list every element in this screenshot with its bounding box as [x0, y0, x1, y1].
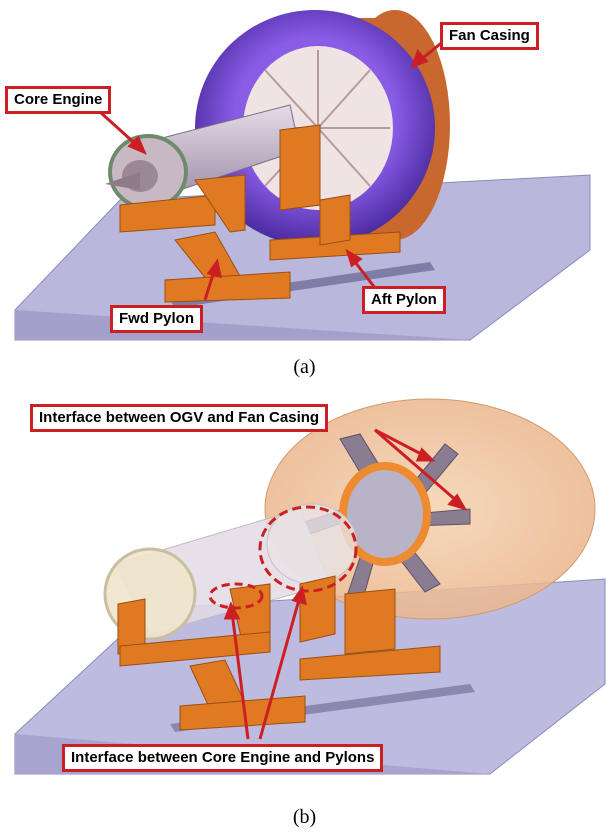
- ogv-hub: [339, 462, 431, 566]
- caption-b: (b): [292, 806, 317, 828]
- fan-casing-label: Fan Casing: [440, 22, 539, 50]
- panel-b: Interface between OGV and Fan Casing Int…: [0, 384, 609, 804]
- nose-cone: [105, 172, 140, 190]
- ogv-interface-label: Interface between OGV and Fan Casing: [30, 404, 329, 432]
- aft-pylon: [269, 124, 401, 261]
- aft-pylon-b: [299, 575, 441, 681]
- interface-highlight-small: [208, 582, 264, 610]
- caption-a: (a): [293, 356, 316, 378]
- engine-assembly-illustration-a: [14, 10, 591, 341]
- fwd-pylon-label: Fwd Pylon: [110, 305, 203, 333]
- interface-highlight-large: [258, 505, 358, 593]
- leader-lines-b: [223, 428, 468, 740]
- pylon-interface-label: Interface between Core Engine and Pylons: [62, 744, 384, 772]
- aft-pylon-label: Aft Pylon: [362, 286, 446, 314]
- fwd-pylon: [119, 174, 291, 303]
- core-engine-label: Core Engine: [5, 86, 112, 114]
- panel-a: Core Engine Fan Casing Fwd Pylon Aft Pyl…: [0, 0, 609, 352]
- engine-assembly-illustration-b: [14, 398, 606, 775]
